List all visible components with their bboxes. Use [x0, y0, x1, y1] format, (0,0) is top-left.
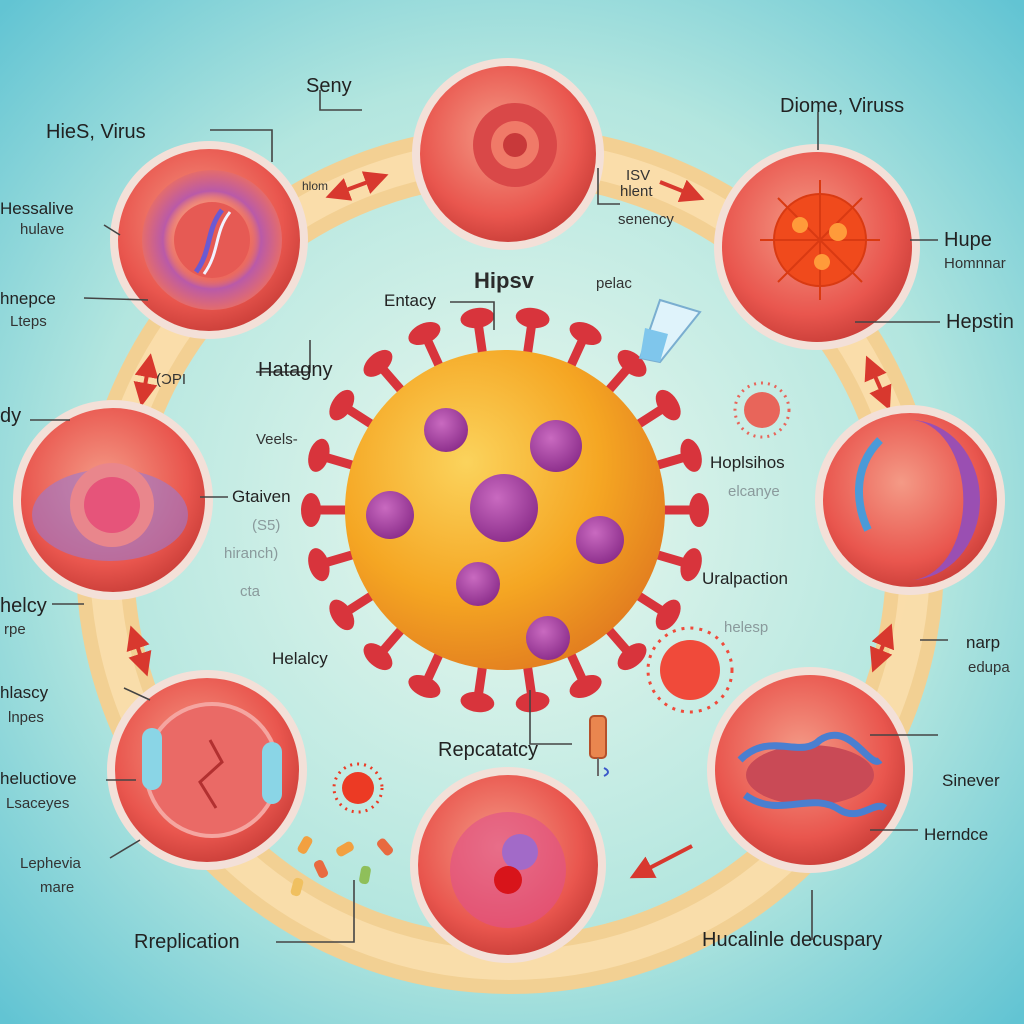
label-cipi: (ƆPI	[156, 371, 186, 388]
label-hlom: hlom	[302, 179, 329, 193]
label-sinever: Sinever	[942, 771, 1000, 790]
label-hies-virus: HieS, Virus	[46, 121, 146, 143]
virus-spike-cap	[308, 438, 330, 472]
label-hulave: hulave	[20, 221, 65, 238]
label-homnnar: Homnnar	[944, 255, 1006, 272]
label-diome-viruss: Diome, Viruss	[780, 95, 905, 117]
label-rpe: rpe	[4, 621, 26, 638]
small-virus-far-right	[733, 381, 791, 439]
virus-spike-cap	[460, 691, 495, 713]
virus-spike-cap	[329, 599, 355, 631]
virus-spike-cap	[655, 389, 681, 421]
cell-upper-right	[714, 144, 920, 350]
label-rreplication: Rreplication	[134, 931, 240, 953]
label-entacy: Entacy	[384, 291, 436, 310]
virus-spike-cap	[408, 674, 441, 698]
cell-upper-left	[110, 141, 308, 339]
label-gtaiven: Gtaiven	[232, 487, 291, 506]
label-mare: mare	[40, 879, 75, 896]
label-hoplsihos: Hoplsihos	[710, 453, 785, 472]
center-title: Hipsv	[474, 268, 534, 293]
label-lnpes: lnpes	[8, 709, 44, 726]
virus-spike-cap	[617, 643, 647, 671]
virus-spike-cap	[617, 349, 647, 377]
label-edupa: edupa	[968, 659, 1010, 676]
virus-spike-cap	[655, 599, 681, 631]
label-veels: Veels-	[256, 431, 298, 448]
virus-spike-cap	[363, 349, 393, 377]
virus-spike-cap	[363, 643, 393, 671]
arrow-right-lower	[869, 623, 895, 673]
fragments	[290, 836, 393, 897]
cell-top	[412, 58, 604, 250]
label-hatagny: Hatagny	[258, 359, 333, 381]
cell-left	[13, 400, 213, 600]
arrow-left-lower	[126, 625, 152, 677]
label-elcanye: elcanye	[728, 483, 780, 500]
virus-spike-cap	[515, 307, 550, 329]
virus-spike-cap	[308, 548, 330, 582]
virus-spike-cap	[408, 322, 441, 346]
label-uralpaction: Uralpaction	[702, 569, 788, 588]
small-virus-right	[646, 626, 734, 714]
cell-bottom	[410, 767, 606, 963]
virus-spike-cap	[515, 691, 550, 713]
cell-right	[815, 405, 1005, 595]
label-lsaceyes: Lsaceyes	[6, 795, 70, 812]
label-helalcy: Helalcy	[272, 649, 328, 668]
label-hucalinle: Hucalinle decuspary	[702, 929, 883, 951]
virus-spike-cap	[680, 548, 702, 582]
cell-lower-left	[107, 670, 307, 870]
label-lteps: Lteps	[10, 313, 47, 330]
arrow-bottom	[629, 844, 693, 879]
label-hlent: hlent	[620, 183, 653, 200]
label-hupe: Hupe	[944, 229, 992, 251]
pipette-icon	[638, 298, 702, 364]
label-hessalive: Hessalive	[0, 199, 74, 218]
label-dy: dy	[0, 405, 22, 427]
central-virus	[301, 307, 709, 713]
label-repcatatcy: Repcatatcy	[438, 739, 539, 761]
small-virus-bottom-left	[332, 762, 384, 814]
virus-spike-cap	[569, 674, 602, 698]
virus-bumps	[366, 408, 624, 660]
label-helesp: helesp	[724, 619, 769, 636]
syringe-icon	[589, 715, 609, 777]
cycle-arrows	[126, 171, 895, 879]
virus-spikes	[301, 307, 709, 713]
virus-spike-cap	[329, 389, 355, 421]
label-herndce: Herndce	[924, 825, 989, 844]
label-narp: narp	[966, 633, 1001, 652]
label-seny: Seny	[306, 75, 352, 97]
label-senency: senency	[618, 211, 674, 228]
cell-lower-right	[707, 667, 913, 873]
label-heluctiove: heluctiove	[0, 769, 77, 788]
label-lephevia: Lephevia	[20, 855, 81, 872]
arrow-left-upper	[133, 353, 159, 407]
arrow-right-upper	[864, 355, 892, 411]
label-pelac: pelac	[596, 275, 632, 292]
leader-lines	[30, 90, 948, 943]
label-hlascy: hlascy	[0, 683, 49, 702]
virus-spike-cap	[680, 438, 702, 472]
label-isv: ISV	[626, 167, 651, 184]
label-s5: (S5)	[252, 517, 281, 534]
label-hnepce: hnepce	[0, 289, 56, 308]
virus-spike-cap	[301, 493, 321, 527]
arrow-top-right	[659, 179, 705, 203]
virus-spike-cap	[689, 493, 709, 527]
arrow-top-left	[325, 171, 389, 201]
label-hiranch: hiranch)	[224, 545, 279, 562]
label-hepstin: Hepstin	[946, 311, 1014, 333]
label-helcy: helcy	[0, 595, 47, 617]
virus-spike-cap	[569, 322, 602, 346]
virus-spike-cap	[460, 307, 495, 329]
label-cta: cta	[240, 583, 261, 600]
